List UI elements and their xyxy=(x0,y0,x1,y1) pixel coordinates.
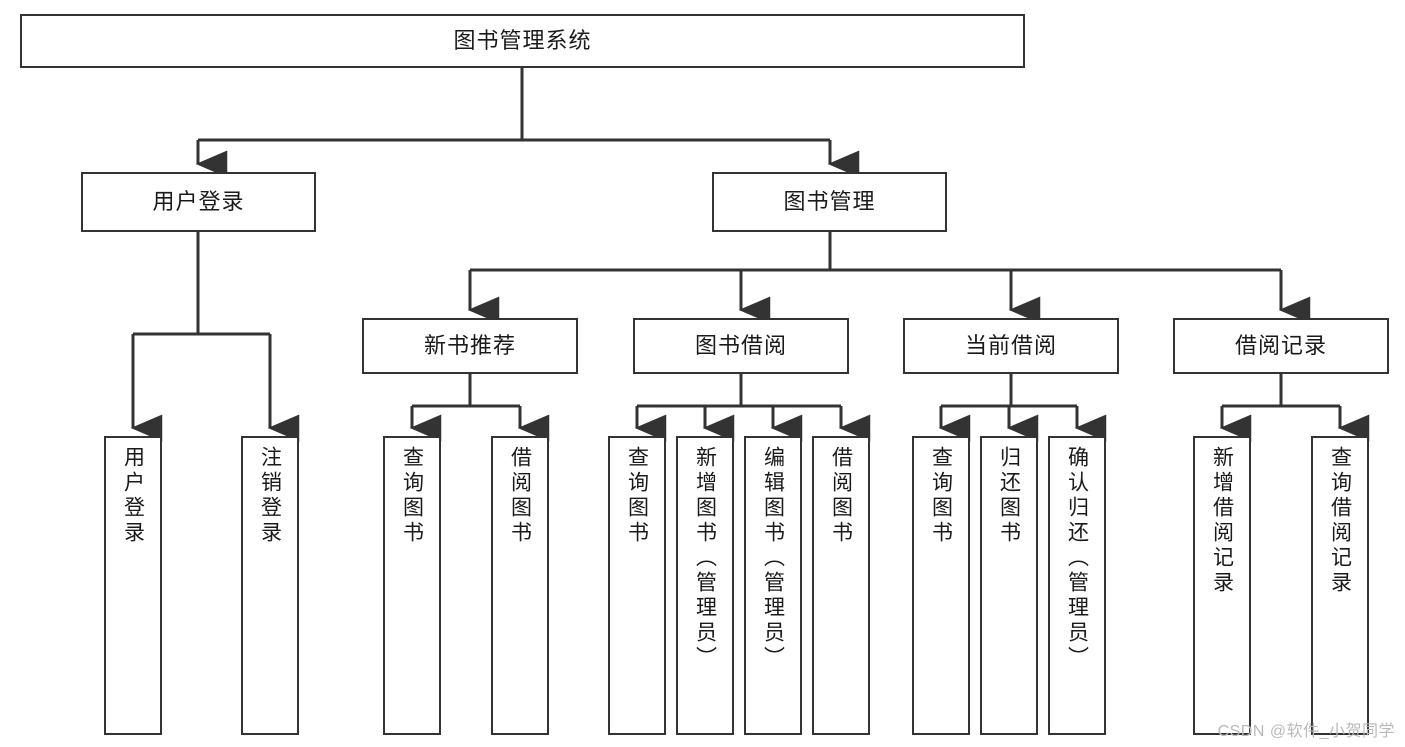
node-borrow-record-label: 借阅记录 xyxy=(1234,333,1327,359)
node-current-borrow[interactable]: 当前借阅 xyxy=(903,318,1119,374)
node-leaf-query-book-3-label: 查询图书 xyxy=(929,446,953,546)
node-new-book-recommend-label: 新书推荐 xyxy=(423,333,516,359)
node-new-book-recommend[interactable]: 新书推荐 xyxy=(362,318,578,374)
node-leaf-query-book-1[interactable]: 查询图书 xyxy=(383,436,441,735)
node-book-borrow[interactable]: 图书借阅 xyxy=(633,318,849,374)
node-leaf-edit-book[interactable]: 编辑图书（管理员） xyxy=(744,436,802,735)
node-leaf-query-book-2[interactable]: 查询图书 xyxy=(608,436,666,735)
node-leaf-query-record[interactable]: 查询借阅记录 xyxy=(1311,436,1369,735)
node-leaf-return-book[interactable]: 归还图书 xyxy=(980,436,1038,735)
node-user-login-label: 用户登录 xyxy=(152,189,245,215)
node-book-borrow-label: 图书借阅 xyxy=(694,333,787,359)
node-leaf-add-record-label: 新增借阅记录 xyxy=(1210,446,1234,596)
node-leaf-add-record[interactable]: 新增借阅记录 xyxy=(1193,436,1251,735)
node-leaf-user-logout-label: 注销登录 xyxy=(258,446,282,546)
node-leaf-add-book[interactable]: 新增图书（管理员） xyxy=(676,436,734,735)
node-leaf-query-record-label: 查询借阅记录 xyxy=(1328,446,1352,596)
node-leaf-borrow-book-2-label: 借阅图书 xyxy=(829,446,853,546)
node-root[interactable]: 图书管理系统 xyxy=(20,14,1025,68)
node-borrow-record[interactable]: 借阅记录 xyxy=(1173,318,1389,374)
node-book-management[interactable]: 图书管理 xyxy=(712,172,947,232)
node-root-label: 图书管理系统 xyxy=(453,28,592,54)
node-current-borrow-label: 当前借阅 xyxy=(964,333,1057,359)
node-leaf-query-book-1-label: 查询图书 xyxy=(400,446,424,546)
node-leaf-add-book-label: 新增图书（管理员） xyxy=(693,446,717,671)
node-leaf-user-login-label: 用户登录 xyxy=(121,446,145,546)
csdn-watermark: CSDN @软件_小贺同学 xyxy=(1217,723,1395,740)
node-leaf-confirm-return[interactable]: 确认归还（管理员） xyxy=(1048,436,1106,735)
node-leaf-edit-book-label: 编辑图书（管理员） xyxy=(761,446,785,671)
node-leaf-user-login[interactable]: 用户登录 xyxy=(104,436,162,735)
node-leaf-return-book-label: 归还图书 xyxy=(997,446,1021,546)
node-leaf-borrow-book-1-label: 借阅图书 xyxy=(508,446,532,546)
node-leaf-confirm-return-label: 确认归还（管理员） xyxy=(1065,446,1089,671)
node-leaf-query-book-3[interactable]: 查询图书 xyxy=(912,436,970,735)
node-leaf-user-logout[interactable]: 注销登录 xyxy=(241,436,299,735)
node-leaf-borrow-book-2[interactable]: 借阅图书 xyxy=(812,436,870,735)
node-user-login[interactable]: 用户登录 xyxy=(81,172,316,232)
node-leaf-query-book-2-label: 查询图书 xyxy=(625,446,649,546)
node-leaf-borrow-book-1[interactable]: 借阅图书 xyxy=(491,436,549,735)
node-book-management-label: 图书管理 xyxy=(783,189,876,215)
